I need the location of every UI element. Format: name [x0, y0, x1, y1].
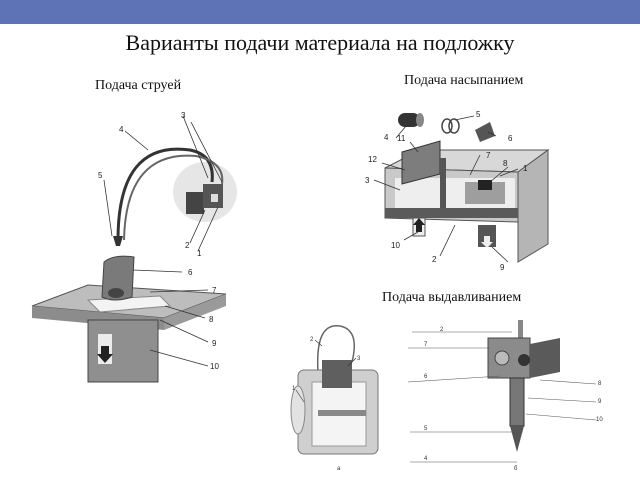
print-bed: [318, 410, 366, 416]
extrusion-nozzle-b: 2 7 6 5 4 8 9 10 б: [407, 320, 603, 472]
print-head-carriage: [322, 360, 352, 388]
jet-feed-diagram: 3 4 5 2 1 6 7 8 9 10: [31, 111, 237, 383]
extr-b-callout-9: 9: [598, 399, 602, 405]
feed-hose-2: [123, 154, 224, 241]
powder-feed-diagram: 4 5 6 11 7 8 1 12 3 10 2 9: [365, 110, 550, 272]
extr-b-sublabel: б: [514, 466, 518, 472]
lens-2: [448, 118, 460, 134]
part-hole: [108, 288, 124, 298]
tank-side: [517, 149, 549, 263]
extrusion-feed-label: Подача выдавливанием: [382, 290, 522, 305]
extr-b-callout-7: 7: [424, 342, 428, 348]
drive-gear-left: [494, 350, 510, 366]
cartridge-left: [186, 192, 204, 214]
powder-callout-5: 5: [476, 110, 481, 119]
powder-callout-1: 1: [523, 164, 528, 173]
jet-feed-label: Подача струей: [95, 78, 182, 93]
powder-callout-6: 6: [508, 134, 513, 143]
extrusion-printer-a: 1 2 3 а: [290, 325, 379, 472]
jet-callout-2: 2: [185, 241, 190, 250]
powder-callout-11: 11: [397, 134, 406, 143]
top-color-bar: [0, 0, 640, 24]
extr-b-callout-6: 6: [424, 374, 428, 380]
powder-callout-8: 8: [503, 159, 508, 168]
jet-callout-7: 7: [212, 286, 217, 295]
powder-callout-10: 10: [391, 241, 400, 250]
jet-callout-8: 8: [209, 315, 214, 324]
jet-callout-10: 10: [210, 362, 219, 371]
slide-title: Варианты подачи материала на подложку: [125, 30, 515, 55]
jet-callout-5: 5: [98, 171, 103, 180]
drive-gear-right: [518, 354, 530, 366]
cartridge-window: [211, 194, 218, 202]
extr-b-callout-2: 2: [440, 327, 444, 333]
jet-callout-1: 1: [197, 249, 202, 258]
up-arrow-icon: [413, 218, 425, 232]
lens-1: [441, 118, 453, 134]
heater-barrel: [509, 377, 525, 427]
powder-callout-2: 2: [432, 255, 437, 264]
tank-base: [385, 208, 518, 218]
powder-callout-12: 12: [368, 155, 377, 164]
down-arrow-icon: [97, 346, 113, 363]
extr-b-callout-8: 8: [598, 381, 602, 387]
roller: [398, 113, 420, 127]
feed-hose: [116, 147, 214, 241]
nozzle: [113, 236, 123, 246]
substrate: [86, 295, 172, 313]
roller-end: [416, 113, 424, 127]
powder-callout-9: 9: [500, 263, 505, 272]
powder-callout-3: 3: [365, 176, 370, 185]
down-arrow-icon-2: [481, 236, 493, 248]
partition: [440, 158, 446, 218]
sintered-part: [478, 180, 492, 190]
jet-callout-3: 3: [181, 111, 186, 120]
jet-callout-6: 6: [188, 268, 193, 277]
printed-part: [101, 255, 135, 301]
powder-feed-label: Подача насыпанием: [404, 73, 524, 88]
powder-callout-7: 7: [486, 151, 491, 160]
extr-a-sublabel: а: [337, 466, 341, 472]
extr-b-callout-4: 4: [424, 456, 428, 462]
platform-side: [164, 294, 226, 330]
extr-b-callout-5: 5: [424, 426, 428, 432]
mirror: [475, 122, 495, 142]
filament-tube: [316, 325, 355, 373]
extr-a-callout-3: 3: [357, 356, 361, 362]
powder-callout-4: 4: [384, 133, 389, 142]
nozzle-tip: [510, 426, 524, 452]
extr-b-callout-10: 10: [596, 417, 603, 423]
motor: [530, 338, 560, 378]
extr-a-callout-2: 2: [310, 337, 314, 343]
extr-a-callout-1: 1: [292, 386, 296, 392]
part-in-powder: [465, 182, 505, 204]
jet-callout-4: 4: [119, 125, 124, 134]
jet-callout-9: 9: [212, 339, 217, 348]
